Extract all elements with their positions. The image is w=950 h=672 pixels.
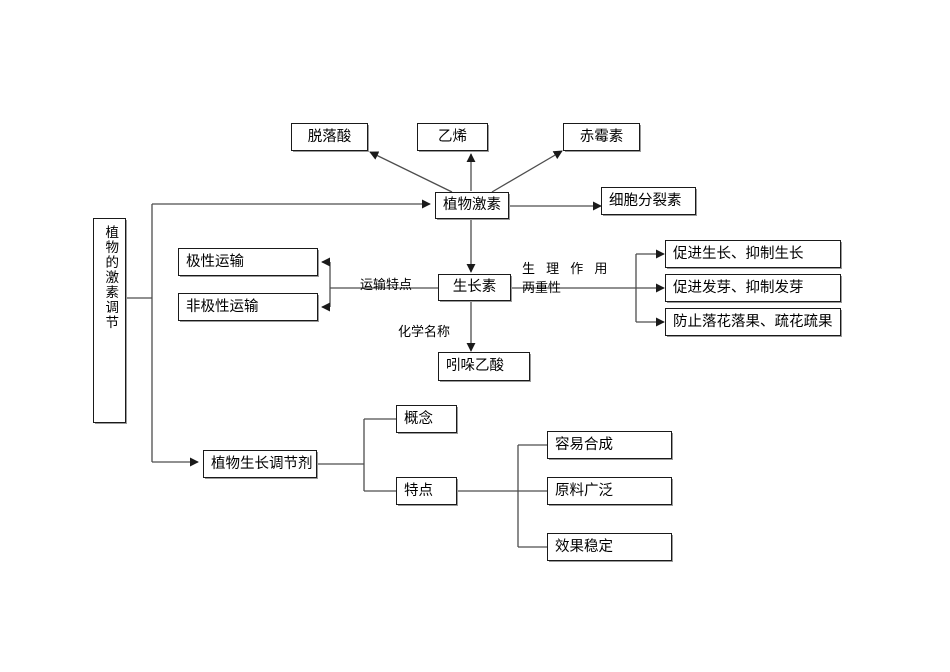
edge-label-transport-feature: 运输特点 bbox=[360, 278, 413, 293]
node-label: 生长素 bbox=[452, 279, 497, 296]
node-label: 原料广泛 bbox=[555, 482, 613, 499]
node-label: 非极性运输 bbox=[186, 298, 259, 315]
node-easy-synthesis[interactable]: 容易合成 bbox=[547, 431, 672, 459]
node-label: 吲哚乙酸 bbox=[446, 358, 504, 375]
node-label: 脱落酸 bbox=[307, 128, 352, 145]
node-label: 植物生长调节剂 bbox=[211, 455, 313, 472]
edge-label-duality: 两重性 bbox=[522, 281, 562, 296]
node-label: 植物的激素调节 bbox=[102, 225, 119, 330]
node-wide-materials[interactable]: 原料广泛 bbox=[547, 477, 672, 505]
edge-hormone-to-gibberellin bbox=[491, 150, 563, 193]
node-auxin[interactable]: 生长素 bbox=[438, 274, 511, 301]
node-label: 植物激素 bbox=[443, 197, 501, 214]
node-label: 容易合成 bbox=[555, 436, 613, 453]
node-label: 乙烯 bbox=[438, 128, 467, 145]
node-label: 极性运输 bbox=[186, 253, 244, 270]
node-polar-transport[interactable]: 极性运输 bbox=[178, 248, 318, 276]
node-abscisic-acid[interactable]: 脱落酸 bbox=[291, 123, 368, 151]
node-features[interactable]: 特点 bbox=[396, 477, 457, 505]
node-label: 赤霉素 bbox=[579, 128, 624, 145]
edge-label-physiological-action: 生 理 作 用 bbox=[522, 262, 611, 277]
node-effect-germination[interactable]: 促进发芽、抑制发芽 bbox=[665, 274, 841, 302]
node-effect-flower-fruit[interactable]: 防止落花落果、疏花疏果 bbox=[665, 308, 841, 336]
edge-label-chemical-name: 化学名称 bbox=[398, 325, 451, 340]
node-label: 概念 bbox=[404, 410, 433, 427]
node-plant-hormone[interactable]: 植物激素 bbox=[435, 192, 509, 219]
node-label: 特点 bbox=[404, 482, 433, 499]
node-label: 效果稳定 bbox=[555, 538, 613, 555]
node-plant-growth-regulator[interactable]: 植物生长调节剂 bbox=[203, 450, 317, 478]
node-label: 促进发芽、抑制发芽 bbox=[673, 279, 804, 296]
node-nonpolar-transport[interactable]: 非极性运输 bbox=[178, 293, 318, 321]
node-cytokinin[interactable]: 细胞分裂素 bbox=[601, 187, 696, 215]
node-gibberellin[interactable]: 赤霉素 bbox=[563, 123, 640, 151]
node-indoleacetic-acid[interactable]: 吲哚乙酸 bbox=[438, 352, 530, 381]
node-ethylene[interactable]: 乙烯 bbox=[417, 123, 488, 151]
node-stable-effect[interactable]: 效果稳定 bbox=[547, 533, 672, 561]
node-label: 促进生长、抑制生长 bbox=[673, 245, 804, 262]
node-effect-growth[interactable]: 促进生长、抑制生长 bbox=[665, 240, 841, 268]
edge-hormone-to-abscisic bbox=[369, 151, 453, 193]
node-label: 细胞分裂素 bbox=[609, 192, 682, 209]
node-concept[interactable]: 概念 bbox=[396, 405, 457, 433]
node-plant-hormone-regulation[interactable]: 植物的激素调节 bbox=[93, 218, 126, 423]
node-label: 防止落花落果、疏花疏果 bbox=[673, 313, 833, 330]
